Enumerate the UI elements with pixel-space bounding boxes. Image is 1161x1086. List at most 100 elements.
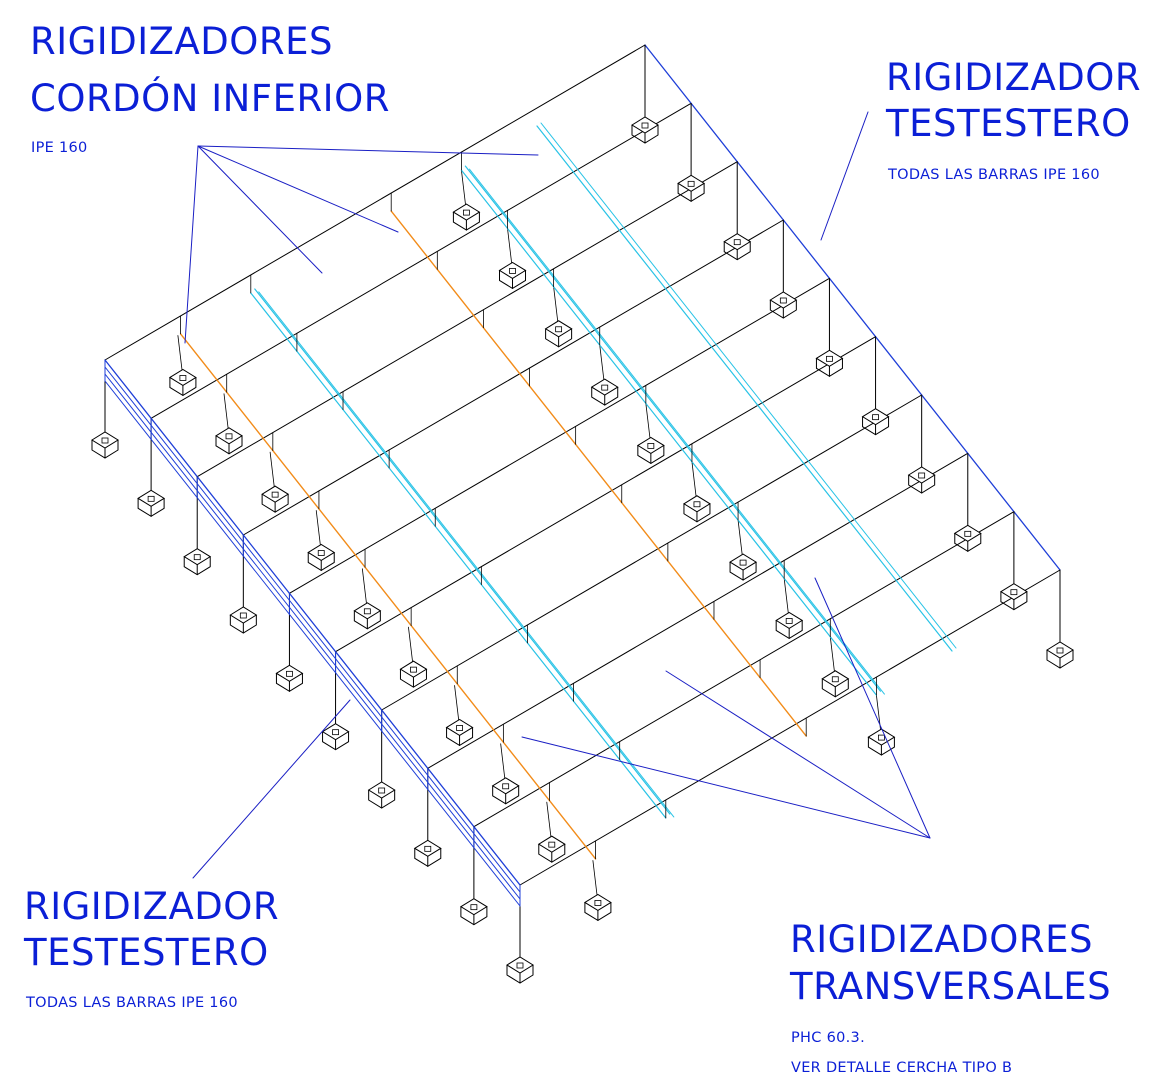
transversal-chord [540,122,957,649]
label-cordon-inferior-note: IPE 160 [31,140,88,156]
transversal-chord [464,165,882,692]
footing-top [867,728,896,746]
footing-plate [594,900,602,906]
footing-plate [225,433,233,440]
footing-top [999,583,1028,601]
leader-line [197,145,539,156]
footing-plate [641,122,649,129]
footing-top [677,174,706,192]
footing-top [307,543,336,562]
footing-plate [509,268,516,274]
footing-top [537,835,566,853]
footing-plate [410,666,417,673]
roof-frame-line [381,394,923,711]
cordon-inferior-bar [179,333,597,860]
footing-plate [271,491,279,498]
label-testero-left-note: TODAS LAS BARRAS IPE 160 [26,995,238,1011]
footing-plate [601,384,609,391]
label-testero-right-note: TODAS LAS BARRAS IPE 160 [888,167,1100,183]
footing-top [275,664,304,682]
footing-plate [826,355,833,362]
transversal-chord [460,169,878,696]
roof-frame-line [288,277,830,594]
transversal-chord [536,125,953,652]
footing-top [261,485,290,503]
roof-frame-line [242,219,784,536]
footing-top [91,431,119,449]
label-testero-left-title-2: TESTESTERO [24,931,269,974]
footing-top [775,611,804,630]
footing-top [506,956,534,974]
cordon-inferior-bar [390,210,807,737]
footing-top [498,261,527,280]
roof-frame-line [335,336,877,653]
leader-line [192,699,351,879]
transversal-chord [258,291,675,818]
footing-plate [831,676,839,683]
leader-line [184,145,199,344]
footing-plate [462,209,470,216]
footing-top [769,291,798,309]
footing-plate [516,962,524,969]
roof-frame-line [196,161,738,478]
footing-plate [470,904,478,911]
testero-bracing-bar [104,366,521,893]
footing-plate [424,845,432,852]
footing-plate [687,180,695,187]
footing-top [452,203,481,221]
footing-plate [647,443,655,449]
footing-top [168,368,197,387]
testero-bracing-group [104,359,521,907]
label-testero-right-title-2: TESTESTERO [886,102,1131,145]
footing-plate [872,414,879,421]
footing-plate [785,618,793,624]
label-transversales-note-2: VER DETALLE CERCHA TIPO B [791,1060,1013,1076]
footing-plate [918,472,926,479]
transversal-chord [254,288,671,815]
footing-plate [286,670,293,677]
footing-plate [332,729,339,736]
footing-top [683,495,711,513]
leader-line [197,145,399,233]
footing-plate [739,559,747,566]
footing-top [353,602,382,620]
transversal-bracing-group [250,122,957,819]
roof-frame-line [150,102,692,419]
footing-plate [733,239,741,246]
footing-top [821,670,850,688]
footing-plate [1010,589,1018,596]
footing-top [215,427,243,445]
footing-top [583,893,612,912]
footing-top [491,777,520,795]
footing-top [590,378,619,396]
footing-top [413,839,442,857]
footing-top [544,320,573,338]
label-cordon-inferior-title-2: CORDÓN INFERIOR [30,77,390,120]
footing-plate [179,375,187,381]
footing-top [1046,641,1074,659]
leader-line [665,670,931,839]
footings-group [91,116,1074,984]
footing-plate [1056,647,1064,654]
footing-top [815,349,844,367]
roof-frame-line [104,44,646,361]
cordon-inferior-group [179,192,807,860]
footing-top [723,233,752,251]
leader-line [197,145,323,274]
leader-line [820,111,869,241]
label-transversales-title-2: TRANSVERSALES [790,965,1112,1008]
footing-plate [147,495,155,502]
footing-plate [363,608,371,615]
roof-edge-left [104,359,521,886]
footing-top [861,408,890,426]
footing-top [445,718,474,737]
leader-line [521,736,931,839]
footing-top [183,548,212,566]
label-cordon-inferior-title-1: RIGIDIZADORES [30,20,333,63]
footing-top [631,116,659,134]
footing-plate [456,725,463,731]
roof-frame-line [427,452,969,769]
footing-plate [502,783,510,790]
label-testero-right-title-1: RIGIDIZADOR [886,56,1142,99]
